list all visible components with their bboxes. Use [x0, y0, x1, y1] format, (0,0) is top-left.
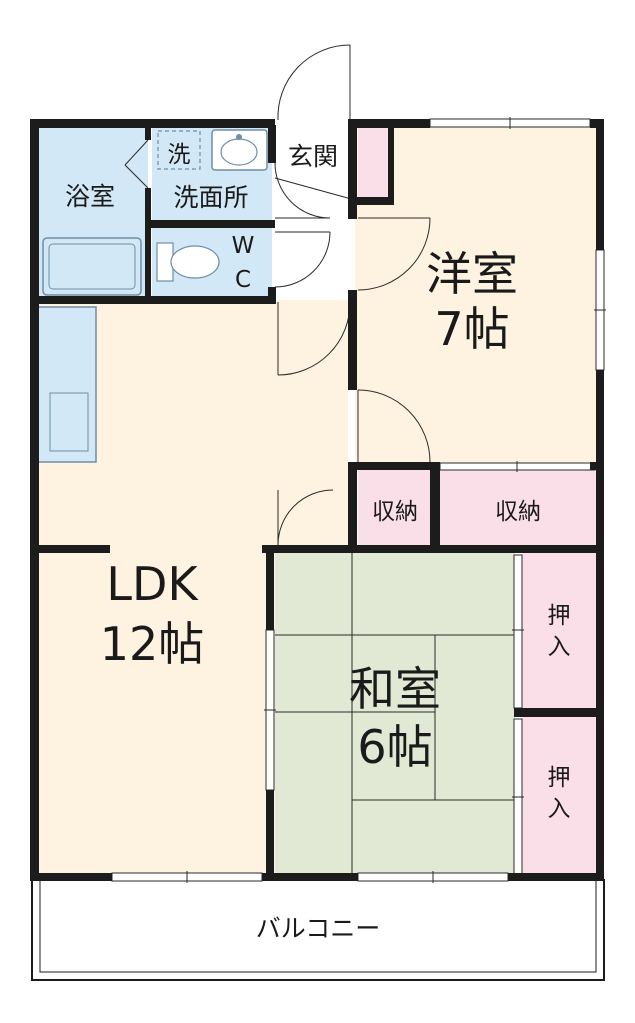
kitchen-sink — [49, 392, 89, 452]
balcony-area — [31, 879, 605, 981]
closet-left-label: 収納 — [372, 499, 418, 525]
oshiire-top-char2: 入 — [548, 634, 571, 660]
bathtub — [42, 237, 142, 296]
entrance-floor — [275, 125, 355, 300]
closet-right-floor — [440, 470, 598, 545]
oshiire-bottom-char2: 入 — [548, 796, 571, 822]
kitchen-counter — [37, 306, 97, 463]
wc-label-c: C — [235, 267, 251, 293]
washbasin-tap — [236, 134, 242, 140]
japanese-room-size: 6帖 — [357, 720, 432, 774]
ldk-label: LDK — [106, 557, 199, 611]
entrance-label: 玄関 — [288, 142, 338, 171]
toilet-bowl — [170, 245, 220, 279]
western-room-size: 7帖 — [434, 302, 509, 356]
washroom-label: 洗面所 — [173, 183, 248, 212]
western-room-label: 洋室 — [426, 247, 518, 301]
walls — [30, 119, 604, 881]
tatami-floor — [275, 553, 515, 877]
ldk-size: 12帖 — [100, 617, 205, 671]
western-floor — [355, 125, 600, 465]
washer-space — [157, 130, 201, 170]
closet-left-floor — [358, 470, 433, 545]
balcony-label: バルコニー — [256, 914, 381, 943]
oshiire-bottom-floor — [522, 717, 598, 877]
wc-label-w: W — [232, 233, 255, 259]
japanese-room-label: 和室 — [349, 662, 441, 716]
oshiire-top-char1: 押 — [548, 603, 571, 629]
oshiire-top-floor — [522, 553, 598, 710]
closet-right-label: 収納 — [495, 499, 541, 525]
washer-label: 洗 — [168, 142, 191, 168]
oshiire-bottom-char1: 押 — [548, 765, 571, 791]
entrance-storage — [358, 127, 388, 197]
bath-label: 浴室 — [65, 182, 115, 211]
bathtub-inner — [48, 243, 136, 290]
doors — [124, 44, 431, 546]
tatami-mats — [275, 553, 515, 877]
